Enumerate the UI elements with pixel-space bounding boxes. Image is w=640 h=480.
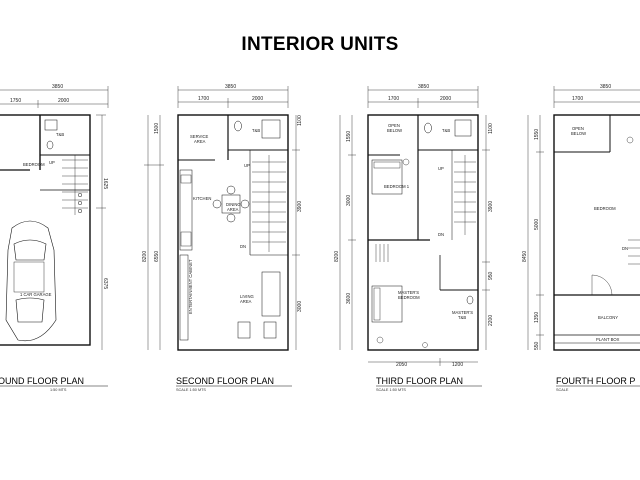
stair-dn: DN: [438, 232, 444, 237]
room-below: BELOW: [571, 131, 586, 136]
dim-a: 1700: [572, 96, 583, 102]
room-service-area: AREA: [194, 139, 206, 144]
room-living: LIVING: [240, 294, 254, 299]
stair-up: UP: [438, 166, 444, 171]
ground-scale: 1:50 MTS: [50, 388, 67, 392]
room-balcony: BALCONY: [598, 315, 618, 320]
car-icon: [5, 220, 57, 342]
dim-h1: 1550: [534, 129, 540, 140]
third-title: THIRD FLOOR PLAN: [376, 376, 463, 386]
dim-b: 2000: [440, 96, 451, 102]
dim-h4: 3600: [346, 293, 352, 304]
room-open: OPEN: [572, 126, 584, 131]
dim-a: 1700: [388, 96, 399, 102]
ground-title: OUND FLOOR PLAN: [0, 376, 84, 386]
room-garage: 1 CAR GARAGE: [20, 292, 52, 297]
room-bedroom: BEDROOM: [23, 162, 45, 167]
third-floor-plan: 3850 1700 2000 1550 3000 8200 3600 1100 …: [334, 84, 494, 392]
stair-dn: DN: [622, 246, 628, 251]
dim-a: 1700: [198, 96, 209, 102]
third-scale: SCALE 1:50 MTS: [376, 388, 406, 392]
room-dining: DINING: [226, 202, 241, 207]
stair-up: UP: [49, 160, 55, 165]
room-masters-tb2: T&B: [458, 315, 466, 320]
page-title: INTERIOR UNITS: [241, 34, 399, 55]
room-below: BELOW: [387, 128, 402, 133]
dim-r2: 3900: [488, 201, 494, 212]
dim-r1: 1100: [297, 115, 303, 126]
second-title: SECOND FLOOR PLAN: [176, 376, 274, 386]
dim-h3: 5000: [534, 219, 540, 230]
second-floor-plan: 3850 1700 2000 1500 8200 6550 1100 3900 …: [142, 84, 303, 392]
dim-b: 2000: [252, 96, 263, 102]
dim-h3: 6550: [154, 251, 160, 262]
dim-r1: 1100: [488, 123, 494, 134]
dim-h1: 1500: [154, 123, 160, 134]
dim-total: 3850: [52, 84, 63, 90]
room-open: OPEN: [388, 123, 400, 128]
dim-h3: 8200: [334, 251, 340, 262]
fourth-floor-plan: 3850 1700 1550 8450 5000 1350 550 OPEN B…: [522, 84, 640, 392]
dim-total: 3850: [225, 84, 236, 90]
dim-v1: 1625: [102, 178, 108, 189]
room-plantbox: PLANT BOX: [596, 337, 620, 342]
room-bedroom1: BEDROOM 1: [384, 184, 410, 189]
fourth-scale: SCALE: [556, 388, 569, 392]
stair-dn: DN: [240, 244, 246, 249]
room-kitchen: KITCHEN: [193, 196, 211, 201]
dim-total: 3850: [600, 84, 611, 90]
ground-floor-plan: 3850 1750 2000 1625 6375: [0, 84, 109, 392]
dim-h2: 3000: [346, 195, 352, 206]
room-living-area: AREA: [240, 299, 252, 304]
room-service: SERVICE: [190, 134, 209, 139]
fourth-title: FOURTH FLOOR P: [556, 376, 635, 386]
room-tb: T&B: [56, 132, 64, 137]
dim-r3: 950: [488, 271, 494, 280]
room-masters: MASTER'S: [398, 290, 419, 295]
dim-r3: 3000: [297, 301, 303, 312]
dim-h1: 1550: [346, 131, 352, 142]
room-tb: T&B: [252, 128, 260, 133]
stair-up: UP: [244, 163, 250, 168]
dim-h5: 550: [534, 341, 540, 350]
dim-bot1: 2050: [396, 362, 407, 368]
dim-h2: 8200: [142, 251, 148, 262]
room-masters-bedroom: BEDROOM: [398, 295, 420, 300]
dining-table-icon: [212, 185, 250, 223]
dim-total: 3850: [418, 84, 429, 90]
second-scale: SCALE 1:50 MTS: [176, 388, 206, 392]
room-entertainment: ENTERTAINMENT CABINET: [188, 259, 193, 314]
dim-b: 2000: [58, 98, 69, 104]
dim-a: 1750: [10, 98, 21, 104]
room-masters-tb: MASTER'S: [452, 310, 473, 315]
dim-v2: 6375: [102, 278, 108, 289]
dim-r4: 2200: [488, 315, 494, 326]
dim-h4: 1350: [534, 312, 540, 323]
room-dining-area: AREA: [227, 207, 239, 212]
dim-r2: 3900: [297, 201, 303, 212]
room-tb: T&B: [442, 128, 450, 133]
dim-h2: 8450: [522, 251, 528, 262]
dim-bot2: 1200: [452, 362, 463, 368]
room-bedroom: BEDROOM: [594, 206, 616, 211]
